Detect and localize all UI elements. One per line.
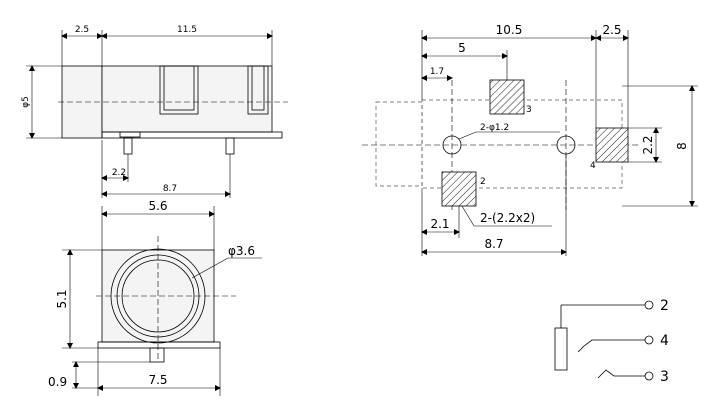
footprint-nose-outline — [375, 101, 423, 187]
side-view: 2.5 11.5 φ5 2.2 8.7 — [21, 25, 288, 198]
schematic-terminal-2 — [644, 300, 654, 310]
side-slot-2-inner — [251, 65, 265, 111]
footprint-dim-2-2: 2.2 — [641, 135, 655, 154]
side-dim-phi5: φ5 — [21, 96, 31, 108]
side-pin-right — [225, 137, 235, 155]
footprint-dim-8: 8 — [675, 142, 689, 150]
pcb-footprint: 3 4 2 10.5 2.5 5 1.7 2-φ1.2 8 2.2 — [362, 23, 698, 256]
side-slot-1-inner — [163, 65, 195, 111]
front-dim-0-9: 0.9 — [48, 375, 67, 389]
footprint-dim-8-7: 8.7 — [484, 237, 503, 251]
schematic-pin-3: 3 — [660, 369, 669, 385]
footprint-dim-5: 5 — [458, 41, 466, 55]
footprint-dim-2-1: 2.1 — [430, 217, 449, 231]
side-dim-2-5: 2.5 — [75, 25, 89, 35]
schematic-sleeve — [554, 327, 568, 371]
footprint-hole-1 — [442, 135, 462, 155]
footprint-pad-4 — [595, 127, 629, 163]
footprint-dim-2-5: 2.5 — [602, 23, 621, 37]
front-dim-phi3-6: φ3.6 — [228, 244, 255, 258]
jack-schematic: 2 4 3 — [554, 298, 669, 385]
front-view: 5.6 φ3.6 5.1 0.9 7.5 — [48, 199, 262, 396]
side-body — [101, 65, 273, 133]
side-dim-11-5: 11.5 — [177, 25, 197, 35]
front-dim-5-1: 5.1 — [55, 289, 69, 308]
footprint-pads-label: 2-(2.2x2) — [480, 211, 535, 225]
schematic-terminal-4 — [644, 335, 654, 345]
footprint-dim-1-7: 1.7 — [430, 67, 444, 77]
footprint-pad-3 — [489, 79, 525, 115]
schematic-pin-2: 2 — [660, 298, 669, 314]
side-dim-8-7: 8.7 — [163, 184, 177, 194]
footprint-pad-2 — [441, 171, 477, 207]
side-dim-2-2: 2.2 — [112, 168, 126, 178]
footprint-dim-10-5: 10.5 — [496, 23, 523, 37]
footprint-pad-label-2: 2 — [480, 177, 486, 187]
side-pin-left — [123, 137, 133, 155]
side-pin-tab — [119, 131, 141, 138]
schematic-pin-4: 4 — [660, 333, 669, 349]
footprint-pad-label-4: 4 — [590, 161, 596, 171]
front-dim-5-6: 5.6 — [148, 199, 167, 213]
footprint-pad-label-3: 3 — [526, 105, 532, 115]
schematic-terminal-3 — [644, 371, 654, 381]
front-dim-7-5: 7.5 — [148, 373, 167, 387]
side-base-plate — [101, 131, 283, 139]
front-center-pin — [149, 347, 165, 363]
footprint-holes-label: 2-φ1.2 — [480, 123, 509, 133]
